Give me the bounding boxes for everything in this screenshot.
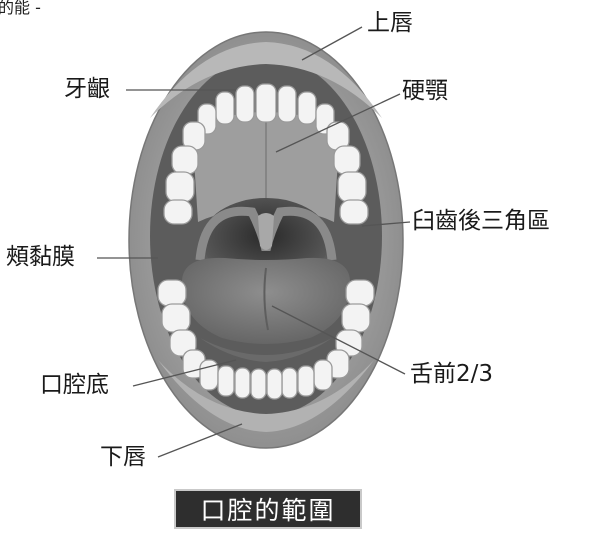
label-gingiva: 牙齦 (64, 76, 110, 102)
label-lower-lip: 下唇 (100, 444, 146, 470)
label-anterior-tongue: 舌前2/3 (410, 361, 494, 387)
leader-retromolar (361, 221, 411, 227)
caption-text: 口腔的範圍 (200, 496, 336, 525)
leader-floor (132, 359, 237, 387)
caption-box: 口腔的範圍 (174, 489, 362, 529)
label-floor-of-mouth: 口腔底 (40, 372, 109, 398)
leader-tongue (271, 305, 406, 375)
tongue-midline (263, 267, 269, 331)
label-upper-lip: 上唇 (367, 10, 413, 36)
lower-lip-shade (158, 360, 374, 432)
upper-lip-shade (150, 42, 382, 118)
leader-lower-lip (157, 423, 243, 458)
label-buccal-mucosa: 頰黏膜 (6, 244, 75, 270)
lower-teeth (157, 279, 375, 400)
floor-of-mouth (200, 338, 332, 362)
uvula (258, 213, 274, 250)
label-hard-palate: 硬顎 (402, 78, 448, 104)
label-retromolar-trigone: 臼齒後三角區 (412, 208, 550, 234)
leader-upper-lip (301, 26, 363, 61)
upper-teeth (163, 83, 369, 225)
leader-lines (97, 26, 411, 458)
corner-fragment-text: 的能 - (0, 0, 41, 17)
leader-hard-palate (275, 93, 401, 153)
tongue (181, 257, 351, 344)
